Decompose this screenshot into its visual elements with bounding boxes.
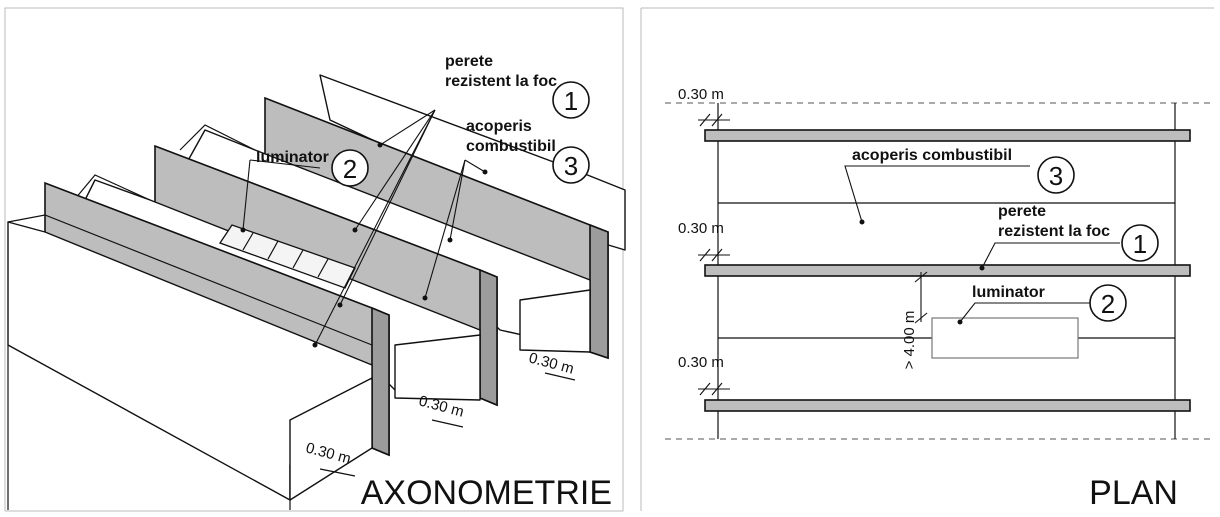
plan-callout-3-circle <box>1037 156 1075 194</box>
plan-distance-label: > 4.00 m <box>901 311 918 370</box>
plan-callout-1-number: 1 <box>1133 229 1147 259</box>
plan-callout-2-number: 2 <box>1101 289 1115 319</box>
axo-callout-2-line1: luminator <box>256 149 329 166</box>
plan-callout-2-label: luminator <box>972 284 1045 301</box>
plan-callout-3-number: 3 <box>1049 161 1063 191</box>
axo-callout-3-line1: acoperis <box>466 118 532 135</box>
roof-1-gable <box>289 377 373 501</box>
plan-title: PLAN <box>1089 474 1178 512</box>
axo-callout-1-number: 1 <box>564 86 578 116</box>
roof-3-ridge <box>179 124 256 151</box>
axo-dim-tick-3 <box>544 372 576 381</box>
fire-wall-2-end <box>479 268 498 407</box>
skylight-div-3 <box>292 249 304 269</box>
plan-callout-3-label: acoperis combustibil <box>852 147 1012 164</box>
plan-distance-marks <box>914 271 928 324</box>
plan-dimension-3: 0.30 m <box>678 354 724 371</box>
plan-drawing: 0.30 m 0.30 m 0.30 m > 4.00 m <box>665 86 1210 512</box>
axo-callout-1-line2: rezistent la foc <box>445 73 557 90</box>
plan-leader-dots <box>859 219 985 325</box>
plan-callout-1-circle <box>1121 224 1159 262</box>
axo-callout-3-number: 3 <box>564 151 578 181</box>
roof-3-gable <box>519 289 591 353</box>
axo-callout-3-circle <box>552 146 590 184</box>
axo-callout-3-line2: combustibil <box>466 138 556 155</box>
axo-callout-1-line1: perete <box>445 53 493 70</box>
axonometrie-title: AXONOMETRIE <box>361 474 612 512</box>
plan-skylight <box>931 317 1079 359</box>
axo-dim-tick-2 <box>431 419 464 428</box>
axonometrie-drawing: perete rezistent la foc 1 acoperis combu… <box>7 53 626 512</box>
roof-2-gable <box>394 334 481 401</box>
skylight-div-1 <box>242 232 254 251</box>
roof-1-ridge <box>7 214 373 346</box>
plan-fire-wall-3 <box>704 399 1191 412</box>
plan-callout-1-line1: perete <box>998 203 1046 220</box>
plan-callout-2-circle <box>1089 284 1127 322</box>
fire-wall-1-end <box>371 306 390 457</box>
plan-dim-marks-3 <box>698 382 730 396</box>
skylight-div-4 <box>317 258 329 278</box>
plan-dimension-1: 0.30 m <box>678 86 724 103</box>
plan-fire-wall-2 <box>704 264 1191 277</box>
plan-fire-wall-1 <box>704 129 1191 142</box>
plan-callout-1-line2: rezistent la foc <box>998 223 1110 240</box>
fire-wall-3-end <box>589 223 609 360</box>
axo-callout-1-circle <box>552 81 590 119</box>
axo-callout-2-circle <box>331 149 369 187</box>
axo-callout-2-number: 2 <box>343 154 357 184</box>
plan-leaders <box>844 165 1120 323</box>
plan-dim-marks-2 <box>698 248 730 262</box>
skylight-div-2 <box>267 240 279 260</box>
axo-leaders <box>242 109 486 346</box>
axo-dimension-3: 0.30 m <box>527 349 576 377</box>
plan-dimension-2: 0.30 m <box>678 220 724 237</box>
axo-dim-tick-1 <box>319 468 356 477</box>
plan-dim-marks-1 <box>698 113 730 127</box>
axo-leader-dots <box>240 142 488 348</box>
axonometrie-panel <box>4 7 624 512</box>
